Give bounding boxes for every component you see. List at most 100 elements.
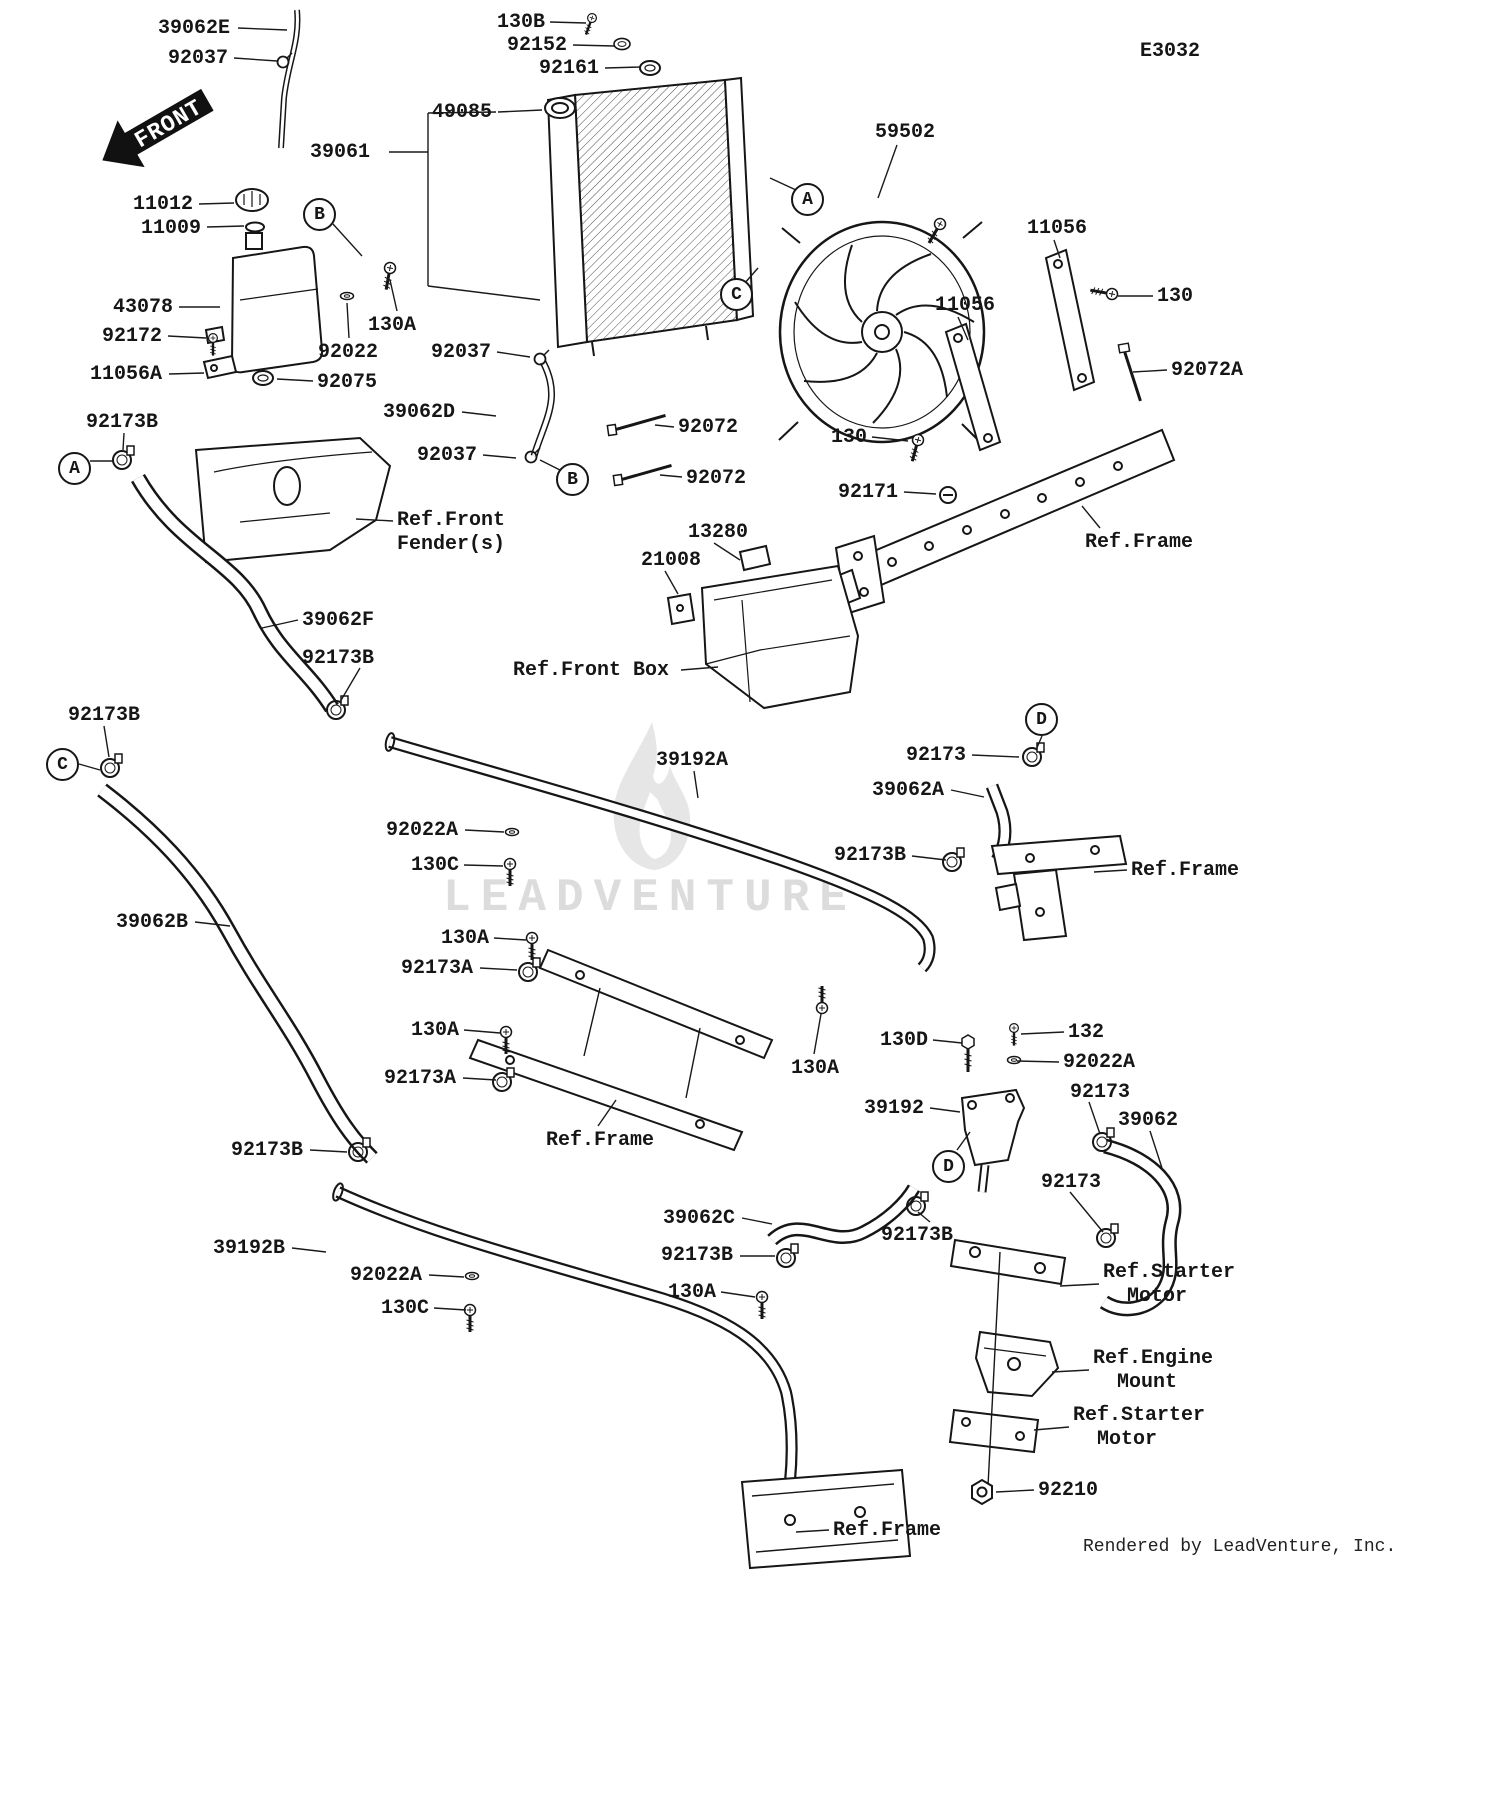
part-label-39192: 39192 [864,1097,925,1120]
ref-label-front-fender: Ref.Front Fender(s) [397,509,506,556]
clamp-92173B-4-icon [942,847,965,872]
part-label-130A-2: 130A [441,927,490,950]
render-credit: Rendered by LeadVenture, Inc. [1083,1537,1397,1557]
bolt-130B-icon [580,11,599,38]
part-label-130D: 130D [880,1029,929,1052]
engine-mount-bracket [974,1330,1060,1398]
bolt-130-1-icon [1087,283,1120,302]
frame-bottom [740,1468,912,1570]
radiator-cap-49085 [544,97,576,119]
front-arrow-label: FRONT [130,94,207,154]
front-box [666,544,860,710]
part-label-130A-1: 130A [368,314,417,337]
front-arrow: FRONT [102,88,214,168]
part-label-92152: 92152 [507,34,568,57]
hose-39062D [530,360,555,458]
washer-92022A-3-icon [464,1271,480,1281]
part-label-92173B-4: 92173B [834,844,907,867]
part-label-92022: 92022 [318,341,379,364]
part-label-92022A-1: 92022A [386,819,459,842]
hose-39062F [131,473,339,713]
part-label-39062B: 39062B [116,911,189,934]
part-label-11009: 11009 [141,217,202,240]
bolt-132-icon [1008,1022,1020,1047]
frame-mid [468,948,774,1152]
part-label-92173A-1: 92173A [401,957,474,980]
nut-92210 [971,1478,993,1506]
part-label-92173-2: 92173 [1070,1081,1131,1104]
part-label-92172: 92172 [102,325,163,348]
part-label-130C-1: 130C [411,854,460,877]
part-label-132: 132 [1068,1021,1105,1044]
radiator [544,76,755,357]
part-label-92075: 92075 [317,371,378,394]
screw-130A-2-icon [525,931,539,962]
ref-label-front-box: Ref.Front Box [513,659,670,682]
ref-label-frame-bottom: Ref.Frame [833,1519,942,1542]
part-label-39061: 39061 [310,141,371,164]
junction-39192 [960,1088,1026,1193]
part-label-92173B-6: 92173B [661,1244,734,1267]
damper-92161-icon [639,60,661,76]
part-label-130C-2: 130C [381,1297,430,1320]
part-label-21008: 21008 [641,549,702,572]
ref-label-frame-right: Ref.Frame [1131,859,1240,882]
bracket-11056A [202,354,238,380]
connector-marker-B-2: B [556,463,589,496]
screw-130A-4-icon [815,984,829,1015]
part-label-39062A: 39062A [872,779,945,802]
part-label-11056-1: 11056 [1027,217,1088,240]
part-label-92173B-5: 92173B [231,1139,304,1162]
clamp-92173A-1-icon [518,957,541,982]
part-label-92022A-2: 92022A [1063,1051,1136,1074]
part-label-92072A: 92072A [1171,359,1244,382]
pipe-39192A [384,732,936,973]
clamp-92173A-2-icon [492,1067,515,1092]
connector-marker-D-1: D [1025,703,1058,736]
part-label-92171: 92171 [838,481,899,504]
ref-label-frame-mid: Ref.Frame [546,1129,655,1152]
part-label-92173B-2: 92173B [302,647,375,670]
part-label-130A-3: 130A [411,1019,460,1042]
hose-39062 [1099,1138,1182,1317]
part-label-92022A-3: 92022A [350,1264,423,1287]
part-label-130B: 130B [497,11,546,34]
cooling-fan [778,220,986,444]
collar-92152-icon [613,37,631,51]
bracket-21008 [666,592,696,626]
part-label-39062F: 39062F [302,609,375,632]
part-label-92173B-7: 92173B [881,1224,954,1247]
connector-marker-D-2: D [932,1150,965,1183]
hose-39062B [97,783,378,1164]
washer-92022A-2-icon [1006,1055,1022,1065]
hose-39062C [767,1184,921,1246]
connector-marker-C-2: C [46,748,79,781]
clamp-92173-1-icon [1022,742,1045,767]
mount-bolt-axis [987,1251,1001,1487]
part-label-11056A: 11056A [90,363,163,386]
bolt-130A-1-icon [379,260,398,293]
part-label-92173B-3: 92173B [68,704,141,727]
relay-13280 [738,544,772,572]
diagram-code: E3032 [1140,40,1201,63]
part-label-130A-5: 130A [668,1281,717,1304]
fan-bolt-icon [922,214,950,248]
part-label-130-1: 130 [1157,285,1194,308]
tie-92072A-icon [1116,341,1142,405]
seal-11009 [245,221,265,233]
screw-130A-5-icon [755,1290,769,1321]
part-label-92173-3: 92173 [1041,1171,1102,1194]
brace-11056-left [944,322,1002,452]
part-label-130-2: 130 [831,426,868,449]
part-label-92072-2: 92072 [686,467,747,490]
part-label-39062: 39062 [1118,1109,1179,1132]
ref-label-frame-top: Ref.Frame [1085,531,1194,554]
part-label-49085: 49085 [432,101,493,124]
part-label-92173A-2: 92173A [384,1067,457,1090]
part-label-11012: 11012 [133,193,194,216]
part-label-59502: 59502 [875,121,936,144]
part-label-39192A: 39192A [656,749,729,772]
part-label-13280: 13280 [688,521,749,544]
washer-92022A-1-icon [504,827,520,837]
